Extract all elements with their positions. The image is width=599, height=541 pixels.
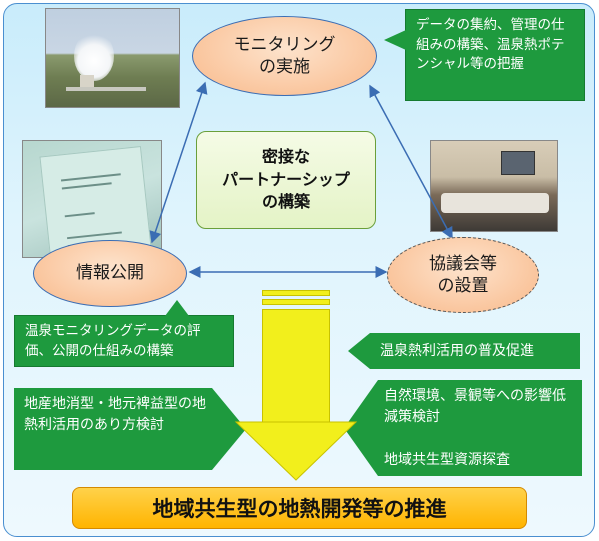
info-eval-text: 温泉モニタリングデータの評価、公開の仕組みの構築 — [25, 323, 201, 359]
arrow-tip — [348, 333, 370, 369]
environment-text: 自然環境、景観等への影響低減策検討 — [384, 388, 566, 425]
monitoring-line1: モニタリング — [233, 34, 336, 55]
council-line2: の設置 — [437, 276, 489, 296]
goal-label: 地域共生型の地熱開発等の推進 — [152, 497, 447, 521]
council-line1: 協議会等 — [429, 253, 497, 274]
arrow-tip — [212, 388, 246, 470]
arrow-body — [370, 333, 580, 369]
meeting-table — [441, 193, 549, 213]
local-use-text: 地産地消型・地元裨益型の地熱利活用のあり方検討 — [24, 396, 206, 433]
yellow-arrow-shaft — [262, 309, 330, 423]
council-node: 協議会等 の設置 — [387, 237, 539, 313]
partnership-line1: 密接な — [261, 147, 310, 167]
partnership-line2: パートナーシップ — [222, 169, 350, 189]
data-collection-callout: データの集約、管理の仕組みの構築、温泉熱ポテンシャル等の把握 — [384, 9, 585, 101]
environment-arrow: 自然環境、景観等への影響低減策検討 地域共生型資源探査 — [344, 380, 582, 476]
partnership-box: 密接な パートナーシップ の構築 — [196, 131, 376, 229]
info-disclosure-node: 情報公開 — [33, 240, 187, 307]
info-eval-callout: 温泉モニタリングデータの評価、公開の仕組みの構築 — [14, 300, 234, 367]
info-disclosure-label: 情報公開 — [76, 263, 144, 284]
arrow-body — [14, 388, 212, 470]
steam-pipe — [66, 87, 146, 91]
partnership-line3: の構築 — [261, 192, 310, 212]
steam-plume — [74, 31, 114, 81]
resource-text: 地域共生型資源探査 — [384, 452, 510, 468]
data-collection-text: データの集約、管理の仕組みの構築、温泉熱ポテンシャル等の把握 — [416, 17, 565, 73]
yellow-stripe — [262, 299, 330, 305]
local-use-arrow: 地産地消型・地元裨益型の地熱利活用のあり方検討 — [14, 388, 246, 470]
monitoring-node: モニタリング の実施 — [192, 16, 377, 96]
monitoring-line2: の実施 — [259, 57, 310, 77]
hot-spring-use-arrow: 温泉熱利活用の普及促進 — [348, 333, 580, 369]
yellow-stripe — [262, 290, 330, 296]
plant-building — [80, 75, 94, 87]
arrow-monitoring-council — [369, 84, 453, 240]
geothermal-plant-photo — [45, 8, 180, 108]
arrow-monitoring-info — [149, 81, 208, 244]
hot-spring-use-text: 温泉熱利活用の普及促進 — [380, 343, 534, 359]
meeting-screen — [501, 151, 535, 175]
goal-box: 地域共生型の地熱開発等の推進 — [72, 487, 527, 529]
arrow-body — [378, 380, 582, 476]
